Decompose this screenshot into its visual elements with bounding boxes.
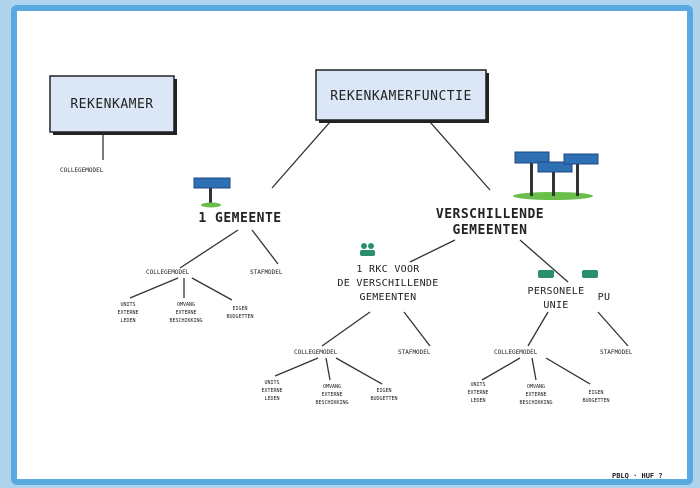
pu-label: PU — [598, 292, 611, 303]
middle-collegemodel: COLLEGEMODEL — [294, 349, 338, 356]
whiteboard — [11, 5, 693, 485]
right-leaf2-b: EXTERNE — [525, 392, 546, 398]
middle-stafmodel: STAFMODEL — [398, 349, 431, 356]
right-collegemodel: COLLEGEMODEL — [494, 349, 538, 356]
left-leaf2-b: EXTERNE — [175, 310, 196, 316]
gemeente-label: 1 GEMEENTE — [198, 211, 281, 226]
right-leaf2-a: OMVANG — [527, 384, 545, 390]
rekenkamer-box: REKENKAMER — [49, 75, 177, 135]
left-leaf2-a: OMVANG — [177, 302, 195, 308]
connector-lines — [102, 121, 629, 385]
personele-unie-line2: UNIE — [543, 300, 568, 311]
verschillende-line2: GEMEENTEN — [453, 223, 528, 238]
left-leaf2-c: BESCHIKKING — [169, 318, 202, 324]
right-leaf2-c: BESCHIKKING — [519, 400, 552, 406]
middle-leaf1-c: LEDEN — [264, 396, 279, 402]
right-leaf3-a: EIGEN — [588, 390, 603, 396]
middle-leaf2-c: BESCHIKKING — [315, 400, 348, 406]
signpost-icon — [193, 177, 231, 208]
people-icon — [360, 243, 375, 256]
left-collegemodel: COLLEGEMODEL — [146, 269, 190, 276]
middle-leaf1-a: UNITS — [264, 380, 279, 386]
verschillende-line1: VERSCHILLENDE — [436, 207, 544, 222]
rekenkamerfunctie-box: REKENKAMERFUNCTIE — [315, 69, 489, 123]
left-leaf3-a: EIGEN — [232, 306, 247, 312]
left-stafmodel: STAFMODEL — [250, 269, 283, 276]
right-leaf1-a: UNITS — [470, 382, 485, 388]
middle-leaf2-a: OMVANG — [323, 384, 341, 390]
left-leaf1-b: EXTERNE — [117, 310, 138, 316]
een-voor-line3: GEMEENTEN — [360, 292, 417, 303]
signposts-icon — [513, 151, 599, 200]
middle-leaf2-b: EXTERNE — [321, 392, 342, 398]
right-leaf1-b: EXTERNE — [467, 390, 488, 396]
left-leaf1-a: UNITS — [120, 302, 135, 308]
personele-unie-line1: PERSONELE — [528, 286, 585, 297]
top-collegemodel-label: COLLEGEMODEL — [60, 167, 104, 174]
middle-leaf3-a: EIGEN — [376, 388, 391, 394]
right-leaf3-b: BUDGETTEN — [582, 398, 609, 404]
signature: PBLQ · HUF ? — [612, 472, 663, 480]
personele-unie-icon — [538, 270, 598, 278]
left-leaf3-b: BUDGETTEN — [226, 314, 253, 320]
middle-leaf3-b: BUDGETTEN — [370, 396, 397, 402]
right-stafmodel: STAFMODEL — [600, 349, 633, 356]
rekenkamerfunctie-label: REKENKAMERFUNCTIE — [330, 89, 472, 104]
middle-leaf1-b: EXTERNE — [261, 388, 282, 394]
een-voor-line2: DE VERSCHILLENDE — [337, 278, 438, 289]
rekenkamer-label: REKENKAMER — [70, 97, 153, 112]
left-leaf1-c: LEDEN — [120, 318, 135, 324]
right-leaf1-c: LEDEN — [470, 398, 485, 404]
een-voor-line1: 1 RKC VOOR — [356, 264, 420, 275]
